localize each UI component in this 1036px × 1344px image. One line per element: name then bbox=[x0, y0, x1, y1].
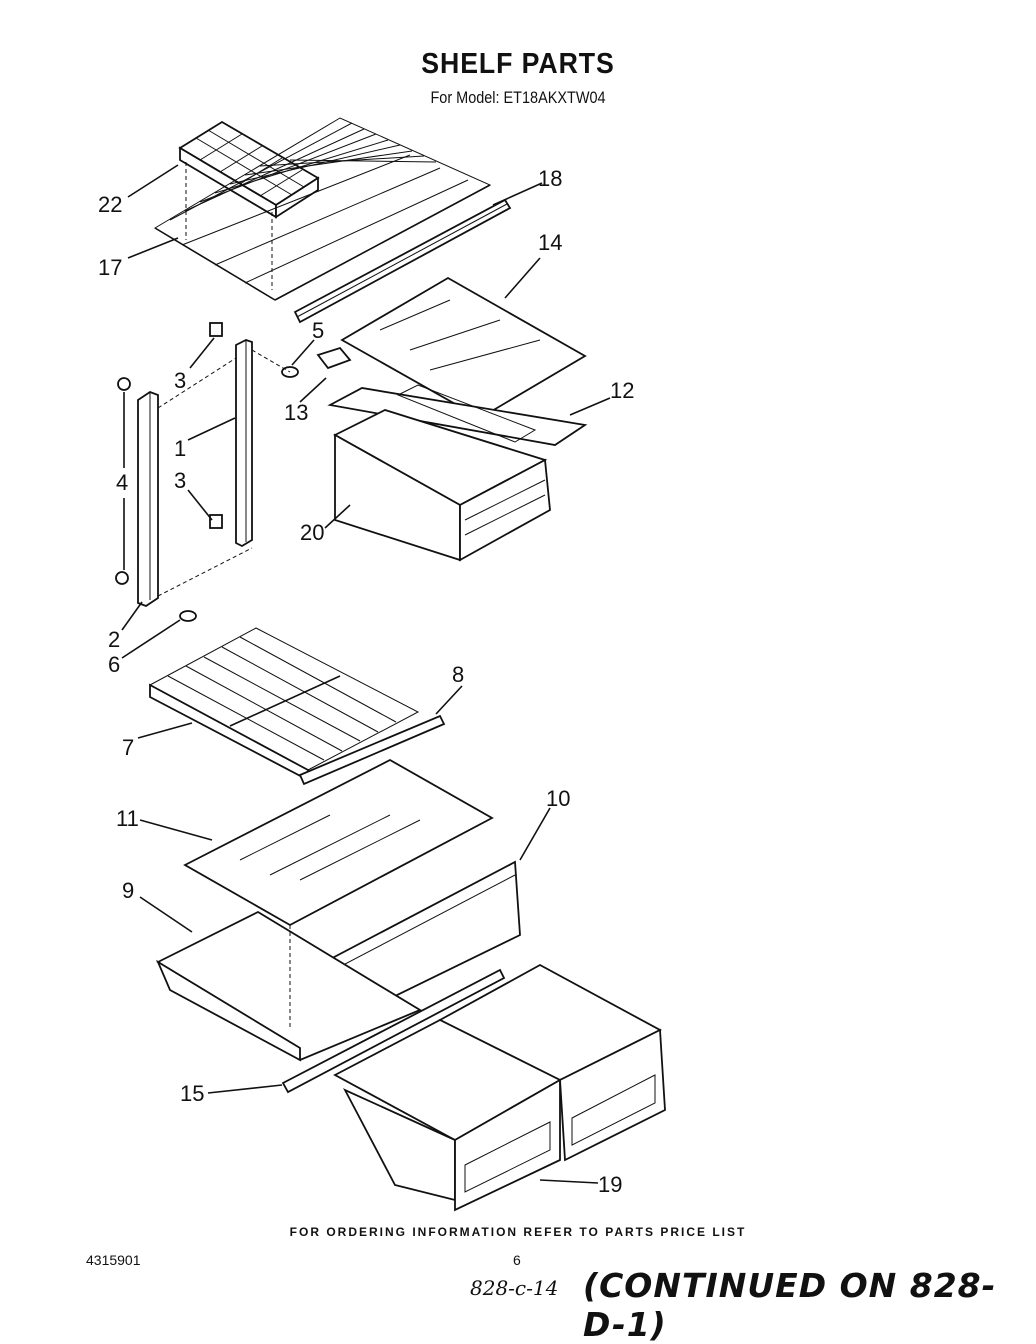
page-title: SHELF PARTS bbox=[421, 48, 615, 80]
crisper-drawers-part bbox=[281, 963, 666, 1212]
callout-5: 5 bbox=[312, 318, 324, 343]
crisper-glass-cover-part bbox=[183, 758, 494, 927]
leader-lines bbox=[121, 164, 611, 1184]
callout-15: 15 bbox=[180, 1081, 204, 1106]
callout-9: 9 bbox=[122, 878, 134, 903]
page-number: 6 bbox=[513, 1252, 521, 1268]
callout-22: 22 bbox=[98, 192, 122, 217]
handwritten-reference: 828-c-14 bbox=[470, 1276, 559, 1300]
callout-14: 14 bbox=[538, 230, 562, 255]
callout-1: 1 bbox=[174, 436, 186, 461]
freezer-wire-shelf-part bbox=[154, 117, 492, 301]
glass-shelf-part bbox=[340, 276, 587, 420]
crisper-frame-part bbox=[156, 910, 422, 1062]
callout-6: 6 bbox=[108, 652, 120, 677]
fresh-food-wire-shelf-part bbox=[148, 627, 420, 782]
shelf-ladder-parts bbox=[115, 322, 299, 622]
callout-4: 4 bbox=[116, 470, 128, 495]
model-subtitle: For Model: ET18AKXTW04 bbox=[430, 88, 606, 107]
callout-19: 19 bbox=[598, 1172, 622, 1197]
callout-12: 12 bbox=[610, 378, 634, 403]
callout-20: 20 bbox=[300, 520, 324, 545]
shelf-trim-lower-part bbox=[298, 714, 446, 786]
callout-13: 13 bbox=[284, 400, 308, 425]
callout-17: 17 bbox=[98, 255, 122, 280]
shelf-trim-part bbox=[293, 198, 512, 324]
document-number: 4315901 bbox=[86, 1252, 141, 1268]
continued-note: (CONTINUED ON 828-D-1) bbox=[583, 1266, 997, 1344]
shelf-frame-part bbox=[316, 346, 588, 446]
callout-2: 2 bbox=[108, 627, 120, 652]
ice-tray-part bbox=[178, 120, 320, 219]
callout-18: 18 bbox=[538, 166, 562, 191]
callout-3-upper: 3 bbox=[174, 368, 186, 393]
callout-8: 8 bbox=[452, 662, 464, 687]
callout-11: 11 bbox=[116, 806, 139, 831]
ordering-note: FOR ORDERING INFORMATION REFER TO PARTS … bbox=[289, 1225, 747, 1239]
crisper-pan-part bbox=[333, 384, 551, 562]
callout-10: 10 bbox=[546, 786, 570, 811]
callout-7: 7 bbox=[122, 735, 134, 760]
callout-3-lower: 3 bbox=[174, 468, 186, 493]
